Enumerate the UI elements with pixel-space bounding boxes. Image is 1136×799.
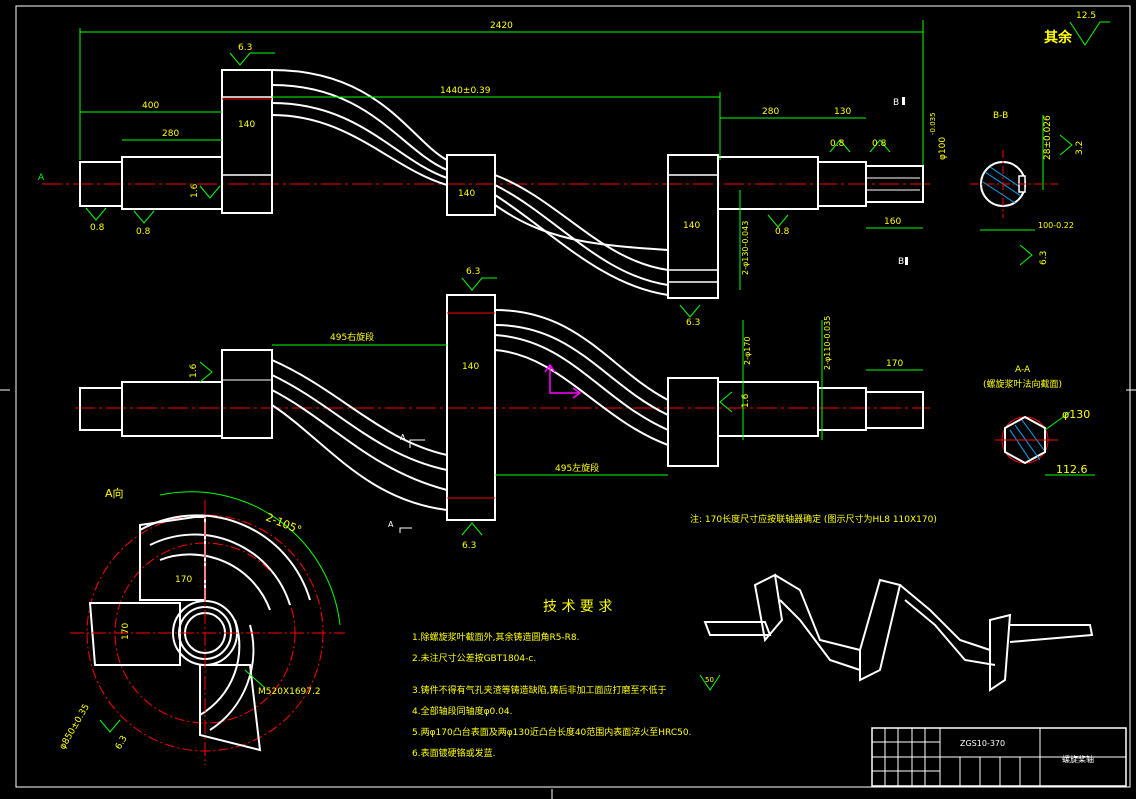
title-name: 螺旋桨轴 bbox=[1062, 754, 1094, 764]
section-bb: B-B 28±0.026 3.2 100-0.22 6.3 bbox=[970, 111, 1085, 266]
roughness-1-6-mid-right: 1.6 bbox=[719, 391, 751, 413]
dim-total-length: 2420 bbox=[490, 21, 513, 31]
svg-text:6.3: 6.3 bbox=[466, 267, 480, 277]
section-mark-a-mid1: A bbox=[400, 433, 406, 442]
svg-text:0.8: 0.8 bbox=[775, 227, 790, 237]
roughness-6-3-mid-top: 6.3 bbox=[461, 267, 497, 291]
roughness-0-8-c: 0.8 bbox=[829, 139, 851, 153]
svg-text:6.3: 6.3 bbox=[686, 318, 700, 328]
section-mark-a-mid2: A bbox=[388, 520, 394, 529]
coupling-note: 注: 170长度尺寸应按联轴器确定 (图示尺寸为HL8 110X170) bbox=[690, 513, 937, 525]
dim-dia-100-top: φ100 bbox=[938, 137, 948, 160]
dim-160: 160 bbox=[884, 217, 901, 227]
middle-view: 495右旋段 495左旋段 140 2-φ170 2-φ110-0.035 17… bbox=[75, 267, 930, 551]
tech-item-3: 3.铸件不得有气孔夹渣等铸造缺陷,铸后非加工面应打磨至不低于 bbox=[412, 684, 666, 696]
dim-280-left: 280 bbox=[162, 129, 179, 139]
roughness-0-8-a: 0.8 bbox=[85, 207, 107, 233]
dim-140-lower: 140 bbox=[462, 362, 479, 372]
tech-item-6: 6.表面镀硬铬或发蓝. bbox=[412, 747, 495, 759]
dim-140-center: 140 bbox=[458, 189, 475, 199]
tech-item-4: 4.全部轴段同轴度φ0.04. bbox=[412, 705, 512, 717]
tech-item-5: 5.两φ170凸台表面及两φ130近凸台长度40范围内表面淬火至HRC50. bbox=[412, 726, 691, 738]
a-view-title: A向 bbox=[105, 486, 124, 500]
svg-text:6.3: 6.3 bbox=[1039, 251, 1049, 265]
dim-radius-130: φ130 bbox=[1062, 408, 1090, 421]
dim-140-right: 140 bbox=[683, 221, 700, 231]
roughness-50: 50 bbox=[699, 674, 721, 691]
roughness-1-6-top: 1.6 bbox=[190, 183, 221, 199]
roughness-0-8-b: 0.8 bbox=[133, 210, 155, 237]
svg-text:6.3: 6.3 bbox=[238, 43, 252, 53]
dim-400: 400 bbox=[142, 101, 159, 111]
roughness-6-3-top: 6.3 bbox=[229, 43, 275, 66]
drawing-border bbox=[15, 5, 1131, 788]
svg-text:0.8: 0.8 bbox=[136, 227, 151, 237]
title-block: ZGS10-370 螺旋桨轴 bbox=[871, 727, 1127, 787]
svg-text:1.6: 1.6 bbox=[190, 183, 200, 198]
tech-title: 技 术 要 求 bbox=[543, 599, 612, 615]
roughness-6-3-right: 6.3 bbox=[679, 304, 701, 328]
top-view: A 2420 400 bbox=[38, 11, 1110, 328]
section-aa-title: A-A bbox=[1015, 365, 1031, 375]
section-mark-a-top: A bbox=[38, 173, 45, 183]
dim-495-right: 495右旋段 bbox=[330, 331, 374, 343]
svg-text:12.5: 12.5 bbox=[1076, 11, 1096, 21]
dim-dia-100-bottom: 100-0.22 bbox=[1038, 221, 1074, 230]
section-mark-b-top: B bbox=[893, 98, 899, 108]
section-aa-note: (螺旋浆叶法向截面) bbox=[983, 378, 1062, 390]
tech-item-1: 1.除螺旋浆叶截面外,其余铸造圆角R5-R8. bbox=[412, 631, 580, 643]
roughness-1-6-mid-left: 1.6 bbox=[189, 361, 213, 383]
svg-text:1.6: 1.6 bbox=[189, 363, 199, 378]
tech-requirements: 技 术 要 求 1.除螺旋浆叶截面外,其余铸造圆角R5-R8. 2.未注尺寸公差… bbox=[412, 599, 721, 759]
roughness-0-8-d: 0.8 bbox=[869, 139, 891, 153]
svg-text:0.8: 0.8 bbox=[830, 139, 845, 149]
section-mark-b-bottom: B bbox=[898, 257, 904, 267]
svg-text:50: 50 bbox=[705, 676, 714, 684]
section-bb-title: B-B bbox=[993, 111, 1008, 121]
roughness-6-3-bb: 6.3 bbox=[1019, 244, 1049, 266]
tech-item-2: 2.未注尺寸公差按GBT1804-c. bbox=[412, 652, 536, 664]
isometric-view bbox=[703, 573, 1094, 692]
dim-dia-170: 2-φ170 bbox=[743, 336, 752, 365]
dim-keyway-depth: 28±0.026 bbox=[1043, 115, 1053, 160]
roughness-0-8-e: 0.8 bbox=[767, 214, 790, 237]
dim-dia-130: 2-φ130-0.043 bbox=[741, 221, 750, 275]
dim-495-left: 495左旋段 bbox=[555, 462, 599, 474]
dim-1440: 1440±0.39 bbox=[440, 86, 491, 96]
dim-pitch: M520X1697.2 bbox=[258, 687, 321, 697]
dim-130: 130 bbox=[834, 107, 851, 117]
title-code: ZGS10-370 bbox=[960, 739, 1005, 748]
roughness-3-2: 3.2 bbox=[1059, 134, 1085, 156]
roughness-6-3-mid-bottom: 6.3 bbox=[461, 522, 483, 551]
svg-text:1.6: 1.6 bbox=[741, 393, 751, 408]
dim-140-left: 140 bbox=[238, 120, 255, 130]
svg-text:0.8: 0.8 bbox=[872, 139, 887, 149]
svg-text:0.8: 0.8 bbox=[90, 223, 105, 233]
dim-170-b: 170 bbox=[121, 623, 131, 640]
dim-170-a: 170 bbox=[175, 575, 192, 585]
dim-280-right: 280 bbox=[762, 107, 779, 117]
dim-flat-112: 112.6 bbox=[1056, 463, 1088, 476]
svg-text:6.3: 6.3 bbox=[462, 541, 476, 551]
rest-label: 其余 bbox=[1044, 29, 1073, 46]
dim-dia-110: 2-φ110-0.035 bbox=[823, 316, 832, 370]
dim-170-right: 170 bbox=[886, 359, 903, 369]
roughness-12-5: 12.5 bbox=[1069, 11, 1110, 46]
dim-dia-100-tol: -0.035 bbox=[929, 112, 937, 135]
svg-text:3.2: 3.2 bbox=[1075, 141, 1085, 155]
section-aa: A-A (螺旋浆叶法向截面) φ130 112.6 bbox=[983, 365, 1095, 476]
